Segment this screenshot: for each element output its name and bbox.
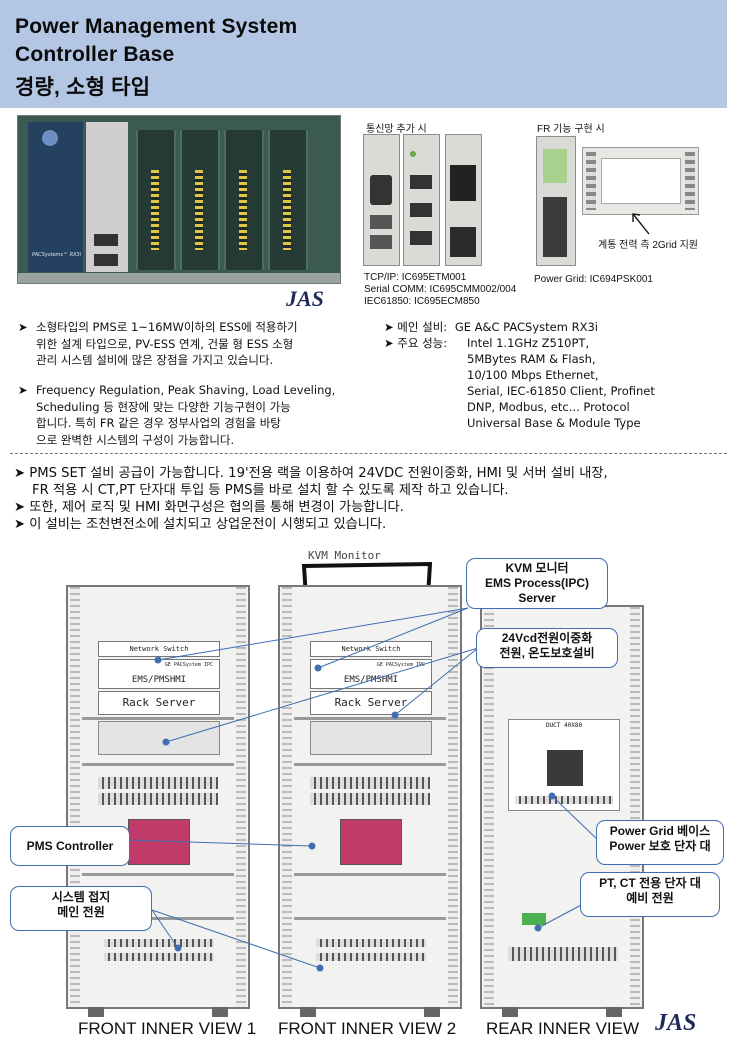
comm-part-line: Serial COMM: IC695CMM002/004	[364, 284, 517, 295]
comm-part-line: IEC61850: IC695ECM850	[364, 296, 480, 307]
spec-perf-values: Intel 1.1GHz Z510PT, 5MBytes RAM & Flash…	[467, 336, 655, 430]
ipc-brand: GE PACSystem IPC	[164, 662, 213, 668]
view-label-front-1: FRONT INNER VIEW 1	[78, 1019, 257, 1038]
ethernet-module-image	[363, 134, 400, 266]
power-supply-unit	[98, 721, 220, 755]
iec61850-module-image	[445, 134, 482, 266]
fr-part-line: Power Grid: IC694PSK001	[534, 274, 653, 285]
duct-label: DUCT 40X80	[545, 722, 583, 729]
rack-server: Rack Server	[98, 691, 220, 715]
rx3i-rack-photo: PACSystems™ RX3i	[17, 115, 341, 284]
terminal-block	[98, 777, 218, 789]
terminal-block	[104, 939, 214, 947]
jas-logo-top: JAS	[286, 286, 324, 311]
jas-logo-bottom: JAS	[655, 1010, 697, 1036]
terminal-block	[316, 939, 426, 947]
fr-title: FR 기능 구현 시	[537, 124, 605, 135]
ctpt-terminal	[522, 913, 546, 925]
pms-controller-unit	[340, 819, 402, 865]
arrow-icon	[632, 213, 650, 235]
spec-main-value: GE A&C PACSystem RX3i	[454, 320, 598, 334]
io-slot	[268, 130, 308, 270]
power-grid-module-image	[536, 136, 576, 266]
rear-mount-panel: DUCT 40X80	[508, 719, 620, 811]
terminal-block	[508, 947, 618, 961]
feature-bullet: ➤Frequency Regulation, Peak Shaving, Loa…	[18, 383, 336, 447]
title-line-2: Controller Base	[15, 43, 175, 66]
comm-title: 통신망 추가 시	[366, 124, 427, 135]
rack-server: Rack Server	[310, 691, 432, 715]
view-label-front-2: FRONT INNER VIEW 2	[278, 1019, 457, 1038]
ipc-brand: GE PACSystem IPC	[376, 662, 425, 668]
ems-hmi-label: EMS/PMSHMI	[131, 675, 187, 685]
rack-brand-label: PACSystems™ RX3i	[32, 252, 82, 258]
io-slot	[224, 130, 264, 270]
spec-perf-label: 주요 성능:	[397, 336, 448, 350]
comm-part-line: TCP/IP: IC695ETM001	[364, 272, 467, 283]
spec-main: ➤ 메인 설비: GE A&C PACSystem RX3i	[384, 320, 598, 334]
title-line-1: Power Management System	[15, 15, 298, 38]
terminal-block	[316, 953, 426, 961]
supply-bullets: ➤ PMS SET 설비 공급이 가능합니다. 19'전용 랙을 이용하여 24…	[14, 466, 608, 532]
callout-connector-lines	[127, 607, 599, 972]
fr-note: 계통 전력 측 2Grid 지원	[598, 240, 698, 251]
callout-pms-controller: PMS Controller	[10, 826, 130, 866]
terminal-block	[98, 793, 218, 805]
comm-part-list: TCP/IP: IC695ETM001 Serial COMM: IC695CM…	[364, 272, 516, 308]
title-line-3: 경량, 소형 타입	[15, 76, 151, 99]
section-divider	[10, 453, 727, 454]
serial-module-image	[403, 134, 440, 266]
terminal-board-image	[582, 147, 699, 215]
power-supply-unit	[310, 721, 432, 755]
view-label-rear: REAR INNER VIEW	[486, 1019, 640, 1038]
terminal-block	[310, 793, 430, 805]
power-supply-module	[86, 122, 128, 272]
spec-perf: ➤ 주요 성능:	[384, 336, 448, 350]
cpu-module: PACSystems™ RX3i	[28, 122, 83, 272]
feature-bullet: ➤소형타입의 PMS로 1~16MW이하의 ESS에 적용하기 위한 설계 타입…	[18, 320, 298, 367]
spec-main-label: 메인 설비:	[397, 320, 448, 334]
terminal-block	[104, 953, 214, 961]
kvm-monitor-label: KVM Monitor	[308, 549, 381, 562]
title-banner: Power Management System Controller Base …	[0, 0, 727, 108]
io-slot	[136, 130, 176, 270]
ipc-unit: GE PACSystem IPC EMS/PMSHMI	[98, 659, 220, 689]
io-slot	[180, 130, 220, 270]
terminal-block	[310, 777, 430, 789]
